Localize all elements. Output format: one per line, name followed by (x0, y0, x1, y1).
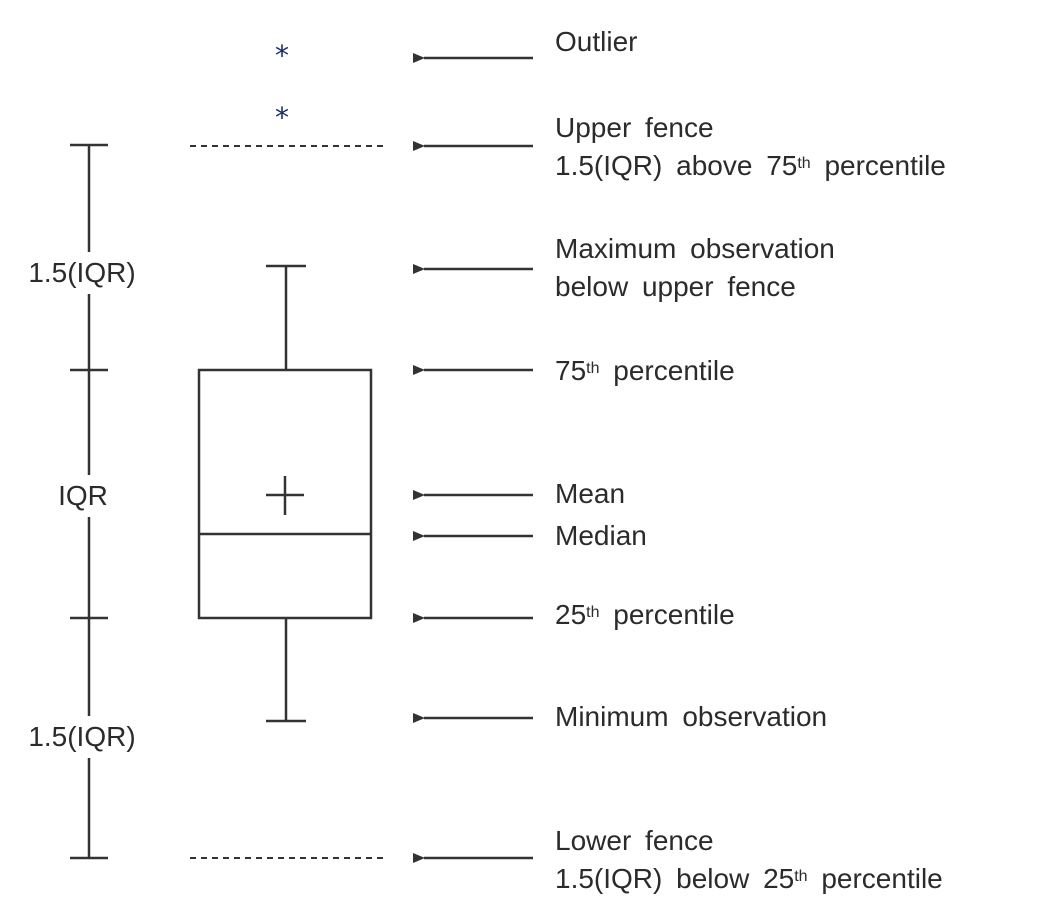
label-median: Median (555, 520, 647, 551)
scale-label-iqr: IQR (50, 475, 116, 517)
label-upper-fence: Upper fence 1.5(IQR) above 75th percenti… (555, 113, 946, 181)
label-min-observation: Minimum observation (555, 701, 828, 732)
fence-lines (190, 145, 383, 859)
label-25th-percentile: 25th percentile (555, 599, 735, 630)
label-upper-fence-line1: Upper fence (555, 112, 714, 143)
label-mean: Mean (555, 478, 626, 509)
outlier-marker-2: * (275, 101, 289, 134)
label-upper-fence-line2: 1.5(IQR) above 75th percentile (555, 150, 946, 181)
scale-label-lower-1-5-iqr: 1.5(IQR) (18, 716, 146, 758)
label-lower-fence: Lower fence 1.5(IQR) below 25th percenti… (555, 826, 943, 894)
label-75th-percentile: 75th percentile (555, 355, 735, 386)
label-lower-fence-line2: 1.5(IQR) below 25th percentile (555, 863, 943, 894)
label-outlier: Outlier (555, 26, 638, 57)
box-plot (197, 264, 373, 723)
annotation-arrows (413, 53, 533, 863)
scale-label-upper-1-5-iqr: 1.5(IQR) (18, 252, 146, 294)
label-max-observation-line1: Maximum observation (555, 233, 835, 264)
outlier-marker-1: * (275, 39, 289, 72)
label-lower-fence-line1: Lower fence (555, 825, 714, 856)
label-max-observation: Maximum observation below upper fence (555, 234, 835, 302)
label-max-observation-line2: below upper fence (555, 271, 796, 302)
